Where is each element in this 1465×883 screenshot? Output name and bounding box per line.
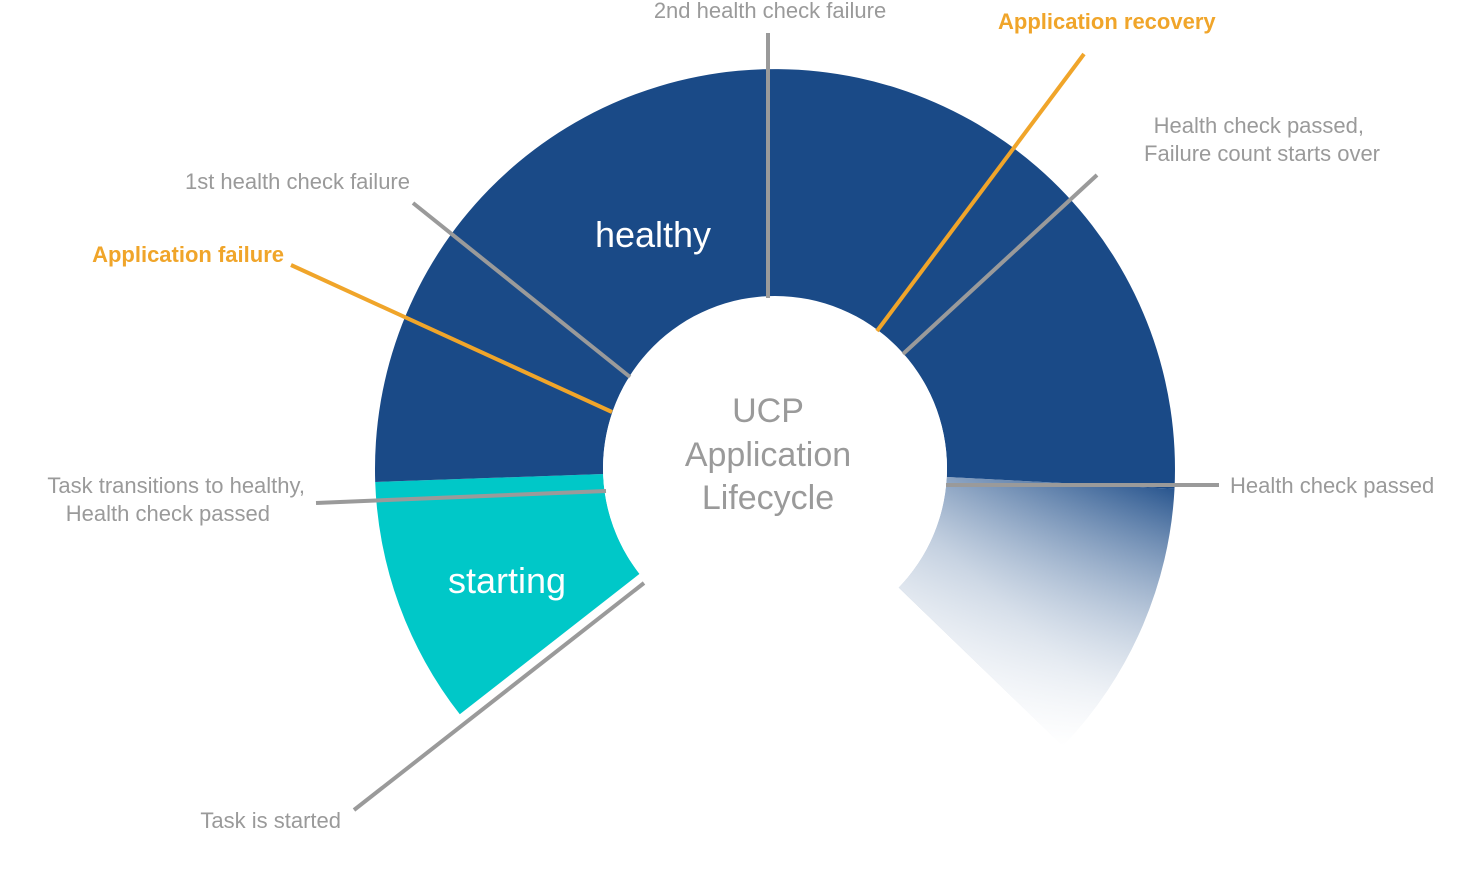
task-started-label: Task is started — [200, 808, 341, 833]
passed-reset-label-line2: Failure count starts over — [1144, 141, 1380, 166]
task-started-marker — [352, 581, 646, 812]
center-circle — [603, 296, 947, 640]
transition-marker — [315, 489, 607, 505]
center-title-line1: UCP — [732, 392, 804, 430]
fading-overlay — [898, 477, 1175, 746]
app-recovery-label: Application recovery — [998, 9, 1216, 34]
app-failure-marker — [290, 263, 613, 414]
app-failure-label: Application failure — [92, 242, 284, 267]
second-failure-label: 2nd health check failure — [654, 0, 886, 23]
first-failure-label: 1st health check failure — [185, 169, 410, 194]
transition-label-line1: Task transitions to healthy, — [47, 473, 305, 498]
starting-segment — [375, 474, 640, 715]
center-title-line2: Application — [685, 436, 851, 474]
transition-label-line2: Health check passed — [66, 501, 270, 526]
app-recovery-marker — [875, 52, 1086, 333]
center-title-line3: Lifecycle — [702, 479, 834, 517]
starting-label: starting — [448, 560, 566, 601]
passed-reset-marker — [901, 173, 1099, 356]
healthy-label: healthy — [595, 214, 711, 255]
first-failure-marker — [411, 201, 632, 379]
passed-label: Health check passed — [1230, 473, 1434, 498]
passed-reset-label-line1: Health check passed, — [1154, 113, 1364, 138]
healthy-segment — [374, 69, 1175, 489]
